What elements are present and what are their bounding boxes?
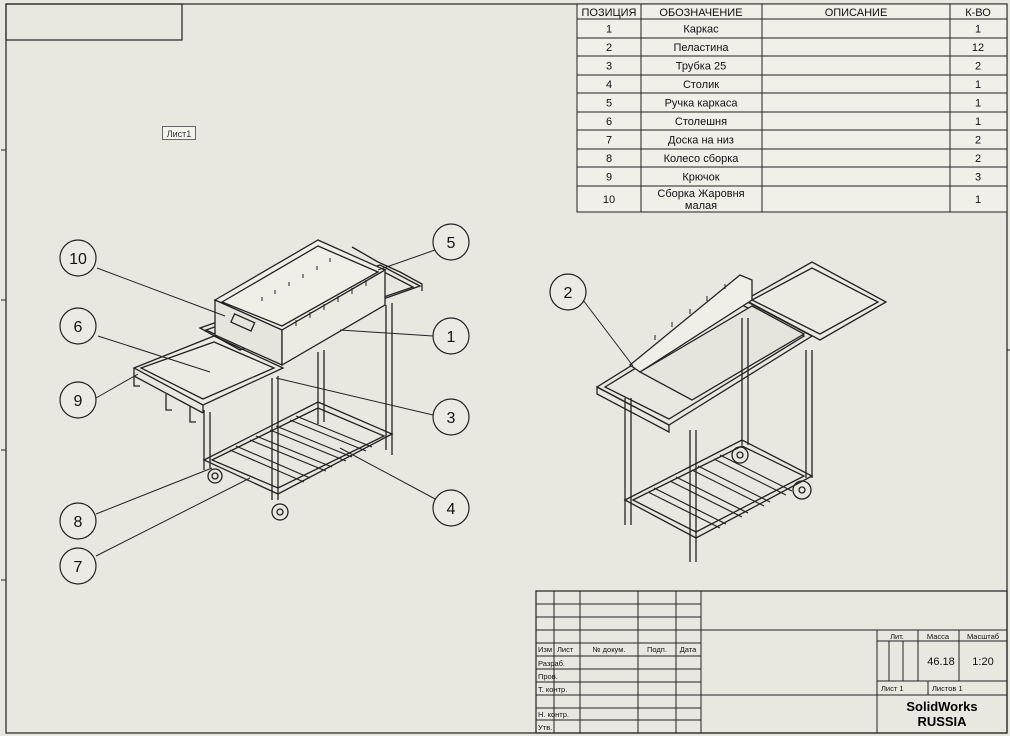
- bom-header-description: ОПИСАНИЕ: [825, 7, 888, 19]
- callout-balloon: [432, 489, 470, 527]
- bom-header-quantity: К-ВО: [965, 7, 991, 19]
- callout-balloon: [59, 307, 97, 345]
- callout-number: 7: [74, 559, 83, 576]
- bom-cell-designation: Доска на низ: [668, 135, 734, 147]
- sheet-frame: [1, 3, 1010, 734]
- callout-number: 3: [447, 410, 456, 427]
- callout-number: 5: [447, 235, 456, 252]
- tb-col-sheet: Лист: [557, 645, 574, 654]
- tb-mass-value: 46.18: [927, 656, 955, 668]
- bom-cell-quantity: 3: [975, 172, 981, 184]
- callout-number: 2: [564, 285, 573, 302]
- bom-cell-quantity: 1: [975, 79, 981, 91]
- tb-mass-label: Масса: [927, 632, 950, 641]
- callout-balloon: [432, 398, 470, 436]
- bill-of-materials-table: ПОЗИЦИЯ ОБОЗНАЧЕНИЕ ОПИСАНИЕ К-ВО 1 Карка…: [576, 3, 1008, 213]
- bom-cell-position: 9: [606, 172, 612, 184]
- callout-balloon: [59, 547, 97, 585]
- isometric-view-rear: [595, 261, 888, 562]
- tb-lit-label: Лит.: [890, 632, 904, 641]
- bom-cell-quantity: 12: [972, 42, 984, 54]
- bom-cell-position: 5: [606, 98, 612, 110]
- tb-col-docnum: № докум.: [593, 645, 626, 654]
- callout-balloon: [59, 502, 97, 540]
- bom-header-position: ПОЗИЦИЯ: [582, 7, 637, 19]
- bom-cell-position: 6: [606, 116, 612, 128]
- tb-col-date: Дата: [680, 645, 697, 654]
- bom-cell-designation: Колесо сборка: [664, 153, 740, 165]
- bom-cell-quantity: 1: [975, 116, 981, 128]
- bom-cell-position: 7: [606, 135, 612, 147]
- callout-balloon: [432, 223, 470, 261]
- callout-balloon: [432, 317, 470, 355]
- callout-balloons: 10 6 9 8 7 5 1 3 4 2: [59, 223, 587, 585]
- callout-leaders: [95, 249, 634, 557]
- callout-number: 9: [74, 393, 83, 410]
- callout-balloon: [59, 381, 97, 419]
- bom-header-designation: ОБОЗНАЧЕНИЕ: [659, 7, 742, 19]
- bom-cell-designation: Сборка Жаровня: [657, 188, 744, 200]
- tb-company-line2: RUSSIA: [917, 714, 967, 729]
- bom-cell-quantity: 2: [975, 135, 981, 147]
- title-block: Изм Лист № докум. Подп. Дата Разраб. Про…: [535, 590, 1008, 734]
- bom-cell-position: 3: [606, 61, 612, 73]
- tb-company-line1: SolidWorks: [906, 699, 977, 714]
- bom-cell-designation: Пеластина: [673, 42, 729, 54]
- isometric-view-front: [132, 239, 423, 521]
- tb-scale-label: Масштаб: [967, 632, 999, 641]
- bom-cell-designation: Столик: [683, 79, 719, 91]
- bom-cell-position: 1: [606, 24, 612, 36]
- bom-cell-designation: Столешня: [675, 116, 727, 128]
- bom-cell-designation-line2: малая: [685, 200, 717, 212]
- bom-cell-quantity: 1: [975, 24, 981, 36]
- tb-row-norm-control: Н. контр.: [538, 710, 569, 719]
- tb-sheets-total: Листов 1: [932, 684, 963, 693]
- bom-cell-designation: Крючок: [682, 172, 719, 184]
- bom-cell-quantity: 1: [975, 98, 981, 110]
- tb-col-signature: Подп.: [647, 645, 667, 654]
- tb-sheet-number: Лист 1: [881, 684, 904, 693]
- bom-cell-position: 10: [603, 194, 615, 206]
- bom-cell-quantity: 1: [975, 194, 981, 206]
- tb-col-change: Изм: [538, 645, 552, 654]
- tb-row-developed: Разраб.: [538, 659, 565, 668]
- callout-balloon: [59, 239, 97, 277]
- callout-number: 10: [69, 251, 87, 268]
- sheet-tab-label[interactable]: Лист1: [162, 126, 196, 140]
- bom-cell-quantity: 2: [975, 61, 981, 73]
- callout-number: 8: [74, 514, 83, 531]
- tb-scale-value: 1:20: [972, 656, 993, 668]
- bom-cell-designation: Ручка каркаса: [665, 98, 739, 110]
- bom-cell-designation: Трубка 25: [676, 61, 726, 73]
- tb-row-checked: Пров.: [538, 672, 558, 681]
- bom-cell-position: 4: [606, 79, 612, 91]
- bom-cell-position: 2: [606, 42, 612, 54]
- bom-cell-designation: Каркас: [683, 24, 719, 36]
- tb-row-tech-control: Т. контр.: [538, 685, 567, 694]
- tb-row-approved: Утв.: [538, 723, 552, 732]
- callout-number: 6: [74, 319, 83, 336]
- bom-cell-position: 8: [606, 153, 612, 165]
- callout-balloon: [549, 273, 587, 311]
- callout-number: 4: [447, 501, 456, 518]
- callout-number: 1: [447, 329, 456, 346]
- bom-cell-quantity: 2: [975, 153, 981, 165]
